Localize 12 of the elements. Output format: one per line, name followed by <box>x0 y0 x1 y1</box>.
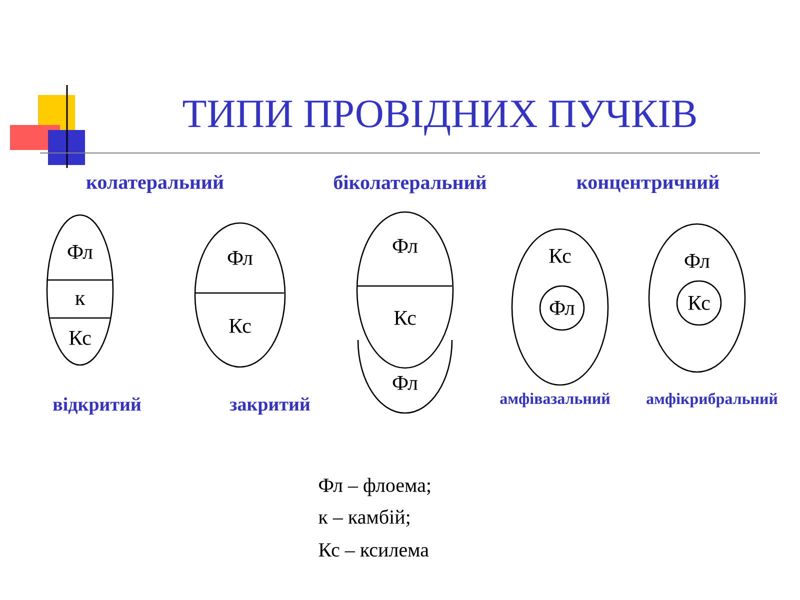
category-label: біколатеральний <box>334 174 486 194</box>
category-label: концентричний <box>576 175 720 193</box>
type-label: амфікрибральний <box>646 392 778 408</box>
legend-line: Фл – флоема; <box>319 478 430 496</box>
legend-line: к – камбій; <box>318 509 410 527</box>
category-label: колатеральний <box>86 175 224 193</box>
title: ТИПИ ПРОВІДНИХ ПУЧКІВ <box>183 100 696 136</box>
legend-line: Кс – ксилема <box>318 543 429 557</box>
node-label: Фл <box>392 376 418 390</box>
type-label: амфівазальний <box>500 392 610 408</box>
type-label: закритий <box>230 397 310 415</box>
type-label: відкритий <box>53 397 141 415</box>
